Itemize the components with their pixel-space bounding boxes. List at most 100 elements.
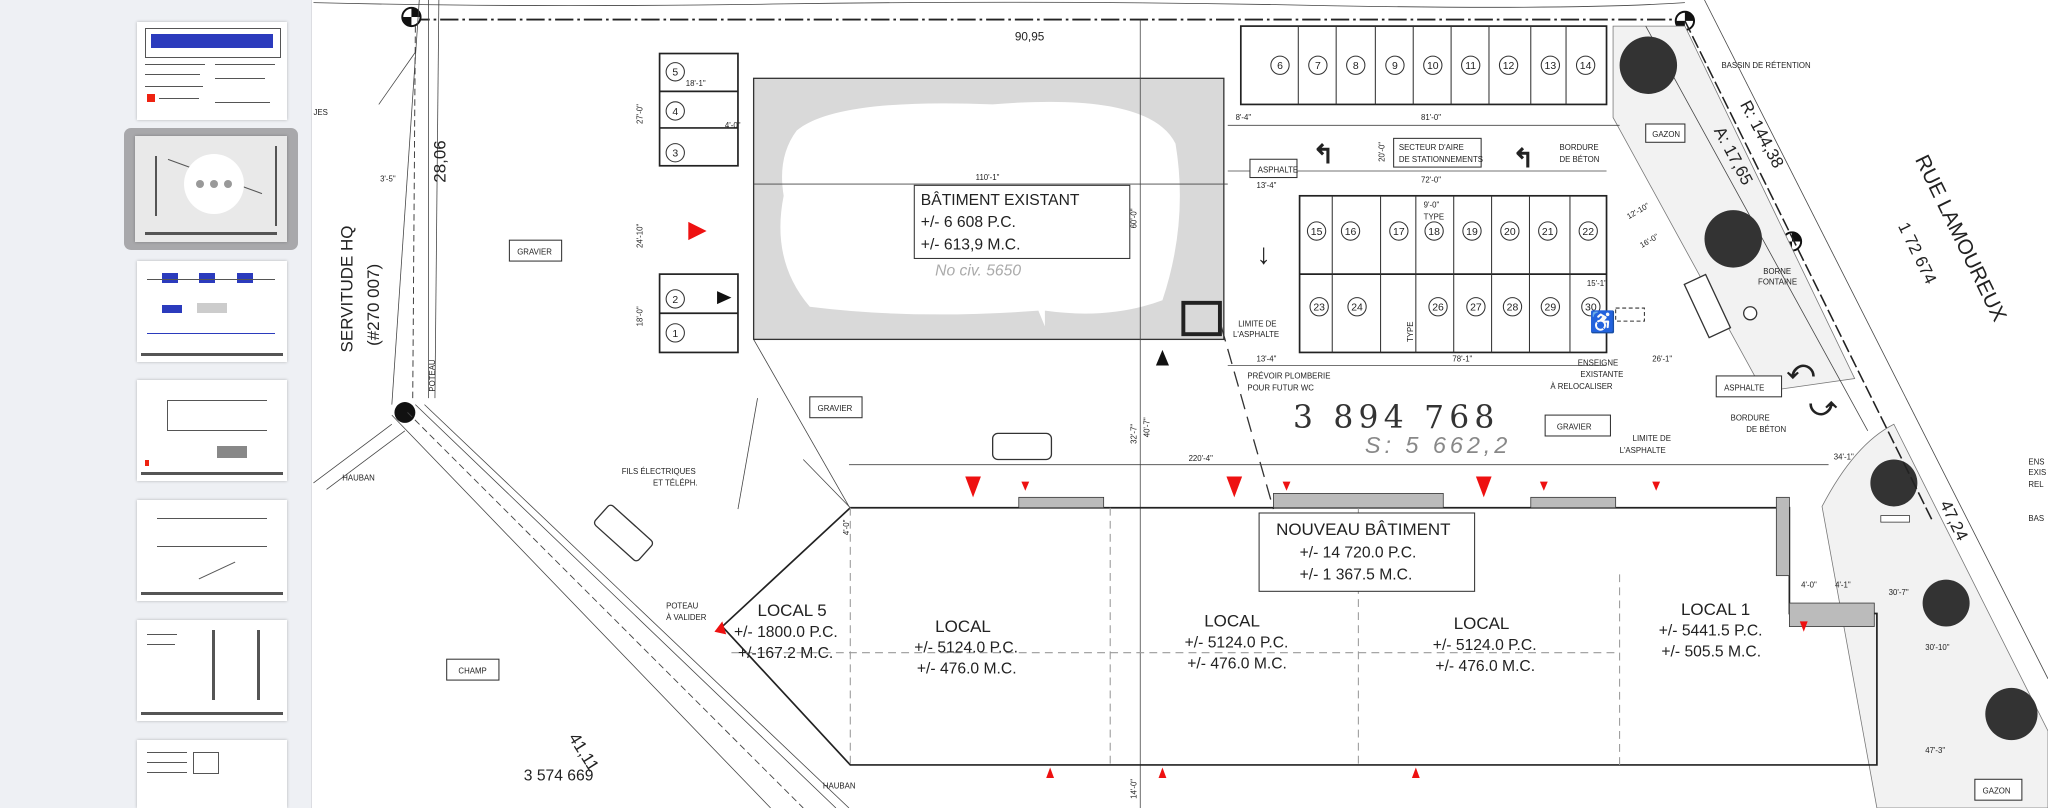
drawing-annotation: 60'-0": [1129, 208, 1138, 228]
page-thumbnail-2-selected[interactable]: [124, 128, 298, 250]
page-thumbnail-5[interactable]: [137, 500, 287, 601]
local-4: LOCAL +/- 5124.0 P.C. +/- 476.0 M.C.: [914, 617, 1018, 678]
dimension-47-3: 47'-3": [1925, 746, 1945, 755]
street-name: RUE LAMOUREUX: [1910, 151, 2011, 325]
tree-icon: [1870, 459, 1918, 507]
drawing-annotation: ENS: [2028, 458, 2044, 467]
drawing-annotation: 5: [672, 68, 678, 79]
drawing-annotation: 4: [672, 107, 678, 118]
drawing-annotation: LOCAL 5: [758, 601, 827, 620]
drawing-annotation: 23: [1313, 303, 1325, 314]
street-lot-number: 1 72 674: [1894, 219, 1940, 287]
parking-stall-number: 20: [1500, 221, 1520, 241]
drawing-annotation: 18: [1428, 227, 1440, 238]
drawing-annotation: 15'-1": [1587, 279, 1607, 288]
drawing-annotation: 18'-0": [636, 306, 645, 326]
parking-stall-number: 3: [665, 143, 685, 163]
drawing-annotation: 17: [1393, 227, 1405, 238]
poteau-label: POTEAU: [428, 359, 437, 392]
parking-stall-number: 7: [1308, 55, 1328, 75]
entrance-markers: [714, 476, 1808, 778]
left-lot-dimension: 28,06: [430, 140, 449, 182]
dimension-30-7: 30'-7": [1889, 588, 1909, 597]
car-icon: [991, 432, 1053, 461]
drawing-annotation: 40'-7": [1142, 417, 1151, 437]
drawing-annotation: ET TÉLÉPH.: [653, 479, 698, 488]
page-thumbnail-sidebar: [0, 0, 312, 808]
existing-building-title: BÂTIMENT EXISTANT: [921, 190, 1080, 209]
drawing-annotation: 4'-0": [1801, 580, 1817, 589]
drawing-annotation: 14: [1580, 61, 1592, 72]
drawing-annotation: 3: [672, 149, 678, 160]
sign-note: ENSEIGNE: [1578, 358, 1618, 367]
drawing-annotation: +/- 5124.0 P.C.: [1433, 637, 1537, 654]
drawing-annotation: BORDURE: [1731, 413, 1770, 422]
new-building-area-mc: +/- 1 367.5 M.C.: [1300, 567, 1413, 584]
drawing-annotation: +/- 1800.0 P.C.: [734, 624, 838, 641]
tree-icon: [1922, 579, 1970, 627]
drawing-annotation: L'ASPHALTE: [1233, 330, 1279, 339]
drawing-annotation: 24: [1351, 303, 1363, 314]
drawing-annotation: 20'-0": [1377, 142, 1386, 162]
parking-stall-number: 30: [1581, 297, 1601, 317]
page-thumbnail-6[interactable]: [137, 620, 287, 721]
drawing-annotation: 11: [1465, 61, 1476, 72]
drawing-annotation: LIMITE DE: [1238, 319, 1276, 328]
drawing-annotation: FONTAINE: [1758, 278, 1797, 287]
drawing-annotation: À RELOCALISER: [1550, 382, 1613, 391]
drawing-annotation: LOCAL: [1454, 614, 1510, 633]
accessible-parking-icon: ♿: [1590, 310, 1616, 334]
wires-label: FILS ÉLECTRIQUES: [622, 467, 696, 476]
page-thumbnail-7[interactable]: [137, 740, 287, 808]
drawing-annotation: 16: [1345, 227, 1357, 238]
drawing-annotation: +/- 5124.0 P.C.: [914, 640, 1018, 657]
local-5: LOCAL 5 +/- 1800.0 P.C. +/-167.2 M.C.: [734, 601, 838, 662]
drawing-annotation: 27: [1470, 303, 1482, 314]
arrow-down-icon: ↓: [1256, 239, 1270, 271]
parking-stall-number: 8: [1346, 55, 1366, 75]
tree-icon: [1619, 36, 1678, 94]
drawing-annotation: 21: [1542, 227, 1554, 238]
top-boundary-line: [313, 1, 1685, 8]
parking-stall-number: 11: [1461, 55, 1481, 75]
drawing-annotation: 72'-0": [1421, 176, 1441, 185]
drawing-annotation: ASPHALTE: [1724, 383, 1764, 392]
arrow-left-icon: ↰: [1313, 139, 1335, 169]
parking-stall-number: 22: [1578, 221, 1598, 241]
local-2: LOCAL +/- 5124.0 P.C. +/- 476.0 M.C.: [1433, 614, 1537, 675]
dimension-4-1: 4'-1": [1835, 580, 1851, 589]
parking-stall-number: 5: [665, 62, 685, 82]
drawing-annotation: +/- 505.5 M.C.: [1661, 644, 1761, 661]
lot-dimension-top: 90,95: [1015, 30, 1045, 43]
drawing-annotation: GAZON: [1983, 787, 2011, 796]
drawing-annotation: 13'-4": [1256, 355, 1276, 364]
drawing-annotation: DE BÉTON: [1560, 155, 1600, 164]
drawing-annotation: POUR FUTUR WC: [1247, 383, 1314, 392]
drawing-annotation: 8: [1353, 61, 1359, 72]
drawing-annotation: +/- 476.0 M.C.: [1435, 658, 1535, 675]
page-thumbnail-1[interactable]: [137, 22, 287, 120]
new-building-area-pc: +/- 14 720.0 P.C.: [1300, 544, 1417, 561]
drawing-annotation: GAZON: [1652, 130, 1680, 139]
more-dots-icon[interactable]: [184, 154, 244, 214]
hauban-label: HAUBAN: [342, 473, 375, 482]
drawing-annotation: L'ASPHALTE: [1620, 446, 1666, 455]
drawing-annotation: 9'-0": [1424, 201, 1440, 210]
parking-stall-number: 14: [1575, 55, 1596, 75]
drawing-annotation: 10: [1427, 61, 1439, 72]
civic-number: No civ. 5650: [935, 262, 1021, 279]
parking-stall-number: 12: [1498, 55, 1519, 75]
page-thumbnail-3[interactable]: [137, 261, 287, 362]
drawing-annotation: 220'-4": [1189, 454, 1214, 463]
drawing-annotation: +/-167.2 M.C.: [738, 645, 833, 662]
drawing-annotation: 1: [672, 329, 678, 340]
tree-icon: [1985, 687, 2038, 741]
drawing-annotation: EXISTANTE: [1580, 370, 1623, 379]
page-thumbnail-4[interactable]: [137, 380, 287, 481]
drawing-annotation: 7: [1315, 61, 1321, 72]
gravier-label: GRAVIER: [1557, 422, 1592, 431]
local-3: LOCAL +/- 5124.0 P.C. +/- 476.0 M.C.: [1185, 612, 1289, 673]
drawing-annotation: LOCAL: [935, 617, 991, 636]
